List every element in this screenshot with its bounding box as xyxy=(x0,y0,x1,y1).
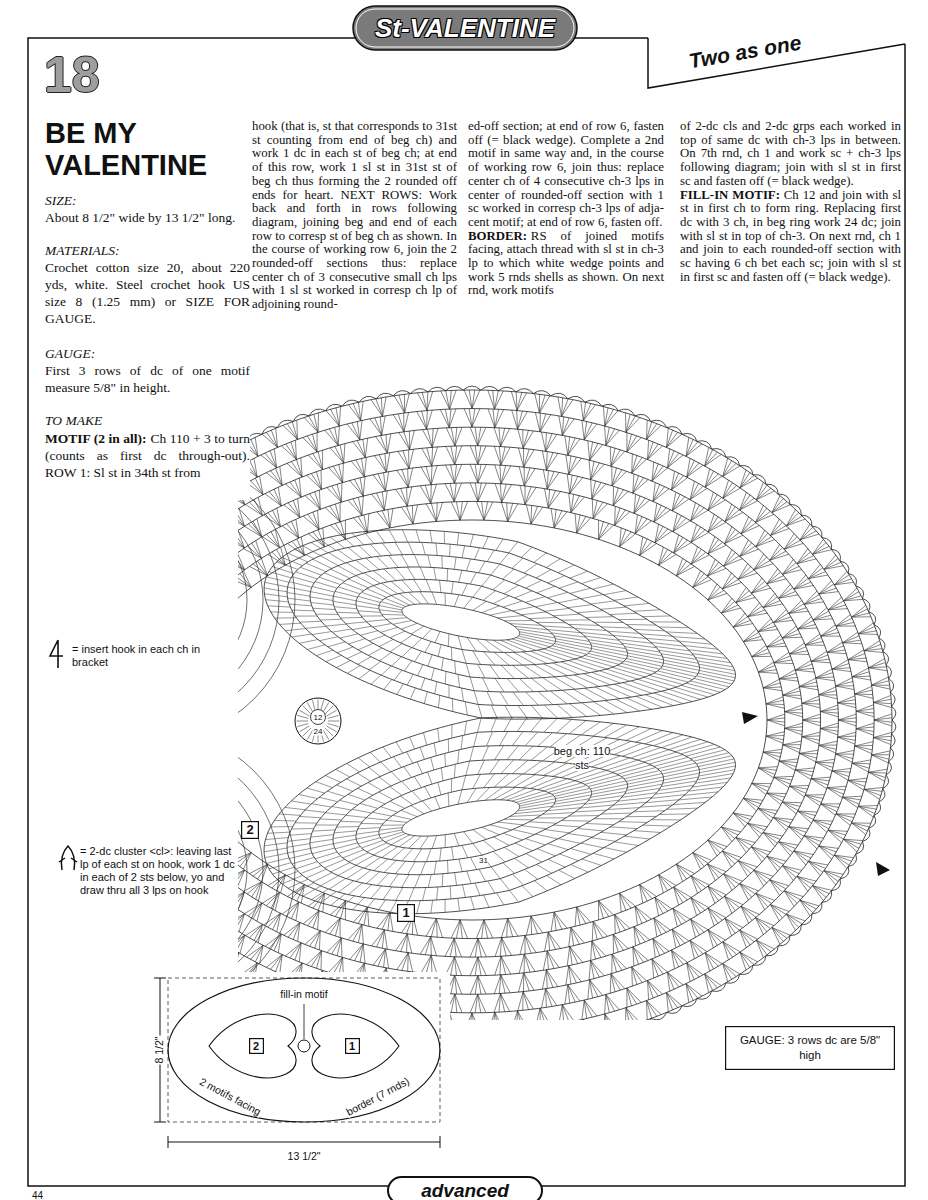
lobe-arc xyxy=(63,508,247,692)
tab-label: Two as one xyxy=(687,31,803,73)
legend-entry: = 2-dc cluster <cl>: leaving last lp of … xyxy=(80,845,236,897)
lobe-arc xyxy=(47,762,263,978)
motif-rows xyxy=(264,717,735,914)
page-border xyxy=(28,38,905,1186)
stitch-count: 31 xyxy=(479,856,488,865)
schematic-heart xyxy=(312,1014,399,1078)
footer-fill xyxy=(388,1177,542,1200)
node-text: 1 xyxy=(402,906,409,920)
section-banner: St-VALENTINE xyxy=(352,5,578,51)
schematic-fill-in xyxy=(298,1040,310,1052)
body-text: Crochet cotton size 20, about 220 yds, w… xyxy=(45,260,250,326)
text-block: ed-off section; at end of row 6, fasten … xyxy=(468,120,664,298)
lobe-arc xyxy=(31,476,279,724)
text-block: fill-in motif xyxy=(279,988,328,1002)
schematic-frame xyxy=(168,978,440,1122)
schematic-label: 13 1/2" xyxy=(287,1150,322,1162)
motif-rows xyxy=(264,530,735,719)
dc-stitches xyxy=(264,717,735,914)
lobe-arc xyxy=(63,778,247,962)
text-block: hook (that is, st that corresponds to 31… xyxy=(252,120,457,312)
body-text: ed-off section; at end of row 6, fasten … xyxy=(468,119,664,229)
text-block: Two as one xyxy=(687,31,803,74)
node-text: 24 xyxy=(313,727,324,736)
banner-fill xyxy=(353,6,577,50)
schematic-oval xyxy=(168,978,440,1122)
width-dimension xyxy=(168,1136,440,1148)
chart-label: beg ch: 110 sts xyxy=(554,745,611,771)
text-block: beg ch: 110 sts xyxy=(552,745,612,772)
fill-in-ring xyxy=(295,698,341,744)
callout-number: 2 xyxy=(249,1038,264,1054)
text-block: of 2-dc cls and 2-dc grps each worked in… xyxy=(680,120,901,284)
picot-edge xyxy=(48,386,896,1054)
banner-inner xyxy=(356,9,574,47)
leader-line xyxy=(304,1004,305,1039)
section-heading: GAUGE: xyxy=(45,346,95,361)
legend-entry: = insert hook in each ch in bracket xyxy=(72,643,207,669)
node-text: St-VALENTINE xyxy=(375,13,555,43)
body-text: First 3 rows of dc of one motif measure … xyxy=(45,363,250,395)
callout-number: 1 xyxy=(397,904,415,922)
shell-stitches xyxy=(52,390,892,1050)
cluster-symbol xyxy=(59,846,77,870)
lobe-arc xyxy=(31,746,279,994)
section-heading: SIZE: xyxy=(45,193,77,208)
lobe-arc xyxy=(47,492,263,708)
text-block: border (7 rnds) xyxy=(343,1074,413,1120)
box-outline xyxy=(345,1039,359,1054)
text-block: 2 motifs facing xyxy=(196,1075,264,1120)
height-dimension xyxy=(154,978,166,1122)
section-heading: MATERIALS: xyxy=(45,243,120,258)
insert-hook-symbol xyxy=(50,640,63,668)
black-wedge xyxy=(742,712,758,724)
text-block: 18 xyxy=(44,50,100,100)
box-outline xyxy=(242,822,259,839)
schematic-label: 2 motifs facing xyxy=(197,1075,264,1118)
text-block: SIZE: About 8 1/2" wide by 13 1/2" long. M… xyxy=(45,192,250,481)
run-in-heading: FILL-IN MOTIF: xyxy=(680,188,780,202)
body-text: About 8 1/2" wide by 13 1/2" long. xyxy=(45,210,235,225)
box-outline xyxy=(398,905,415,922)
fill-in-center xyxy=(311,710,326,725)
node-text: GAUGE: 3 rows dc are 5/8" high xyxy=(729,1033,891,1063)
pattern-number: 18 xyxy=(44,47,100,103)
body-text: Ch 12 and join with sl st in first ch to… xyxy=(680,188,901,284)
gauge-box: GAUGE: 3 rows dc are 5/8" high xyxy=(725,1026,895,1070)
fill-in-motif: 12 24 xyxy=(294,697,342,745)
schematic-label: border (7 rnds) xyxy=(343,1074,412,1118)
run-in-heading: MOTIF (2 in all): xyxy=(45,431,146,446)
callout-number: 2 xyxy=(241,821,259,839)
page-number: 44 xyxy=(32,1190,43,1200)
page-title: BE MY VALENTINE xyxy=(45,117,260,181)
gauge-box-outline xyxy=(725,1026,895,1070)
fill-in-stitches xyxy=(297,700,340,743)
node-text: 2 xyxy=(246,823,253,837)
text-block: 13 1/2" xyxy=(287,1150,322,1164)
crochet-chart xyxy=(15,386,896,1054)
dc-stitches xyxy=(264,530,735,719)
text-block: 8 1/2" xyxy=(153,1035,167,1064)
node-text: 12 xyxy=(313,713,324,722)
node-text: advanced xyxy=(421,1180,509,1200)
schematic-heart xyxy=(209,1014,296,1078)
border-round xyxy=(52,390,892,1050)
schematic-label: fill-in motif xyxy=(279,988,328,1000)
body-text: hook (that is, st that corresponds to 31… xyxy=(252,119,457,311)
text-block: 44 xyxy=(32,1189,43,1200)
box-outline xyxy=(249,1039,263,1054)
node-text: 1 xyxy=(349,1040,355,1052)
node-text: 2 xyxy=(253,1040,259,1052)
footer-badge: advanced xyxy=(387,1176,543,1200)
run-in-heading: BORDER: xyxy=(468,229,527,243)
lobe-arc xyxy=(15,730,295,1010)
body-text: of 2-dc cls and 2-dc grps each worked in… xyxy=(680,119,901,188)
callout-number: 1 xyxy=(345,1038,360,1054)
text-block: 31 xyxy=(479,853,488,867)
lobe-arc xyxy=(15,460,295,740)
box-outline xyxy=(726,1027,895,1070)
schematic-label: 8 1/2" xyxy=(153,1035,165,1064)
black-wedge xyxy=(876,862,890,876)
section-heading: TO MAKE xyxy=(45,413,102,428)
